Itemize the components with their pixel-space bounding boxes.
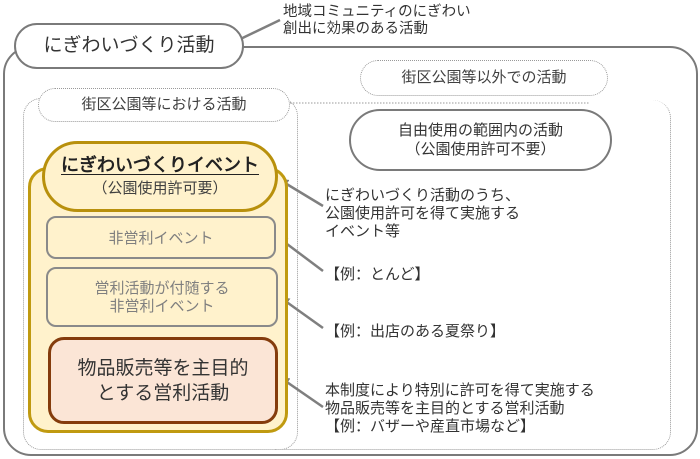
- free-use-line: （公園使用許可不要）: [405, 140, 556, 158]
- main-title-bubble: にぎわいづくり活動: [14, 23, 244, 69]
- event-note: にぎわいづくり活動のうち、 公園使用許可を得て実施する イベント等: [325, 186, 520, 240]
- box-line: 物品販売等を主目的: [77, 356, 249, 379]
- top-note-line: 地域コミュニティのにぎわい: [283, 4, 471, 20]
- event-subtitle: （公園使用許可要）: [92, 179, 228, 198]
- box-line: とする営利活動: [96, 381, 230, 404]
- event-title-bubble: にぎわいづくりイベント （公園使用許可要）: [42, 141, 278, 212]
- sales-note: 本制度により特別に許可を得て実施する 物品販売等を主目的とする営利活動 【例：バ…: [325, 381, 595, 435]
- top-note-line: 創出に効果のある活動: [283, 21, 428, 38]
- top-note: 地域コミュニティのにぎわい 創出に効果のある活動: [283, 4, 471, 39]
- free-use-bubble: 自由使用の範囲内の活動 （公園使用許可不要）: [349, 109, 612, 171]
- other-area-label: 街区公園等以外での活動: [360, 60, 608, 96]
- box-line: 営利活動が付随する: [94, 279, 230, 297]
- nonprofit-event-box: 非営利イベント: [46, 216, 276, 259]
- nonprofit-event-label: 非営利イベント: [108, 228, 214, 247]
- note-line: 本制度により特別に許可を得て実施する: [325, 381, 595, 399]
- note-line: イベント等: [325, 222, 401, 240]
- example1-note: 【例：とんど】: [325, 265, 430, 283]
- note-line: 物品販売等を主目的とする営利活動: [325, 399, 565, 417]
- other-area-frame: [275, 100, 671, 450]
- nonprofit-with-profit-box: 営利活動が付随する 非営利イベント: [46, 267, 278, 327]
- note-line: にぎわいづくり活動のうち、: [325, 186, 521, 204]
- note-line: 公園使用許可を得て実施する: [325, 204, 521, 222]
- arrow-example2: [279, 296, 324, 330]
- sales-activity-box: 物品販売等を主目的 とする営利活動: [48, 337, 278, 424]
- event-title: にぎわいづくりイベント: [61, 154, 259, 176]
- arrow-sales-note: [279, 376, 324, 409]
- activity-outer-frame: [3, 46, 698, 456]
- note-line: 【例：バザーや産直市場など】: [325, 417, 536, 435]
- example2-note: 【例：出店のある夏祭り】: [325, 322, 506, 340]
- free-use-line: 自由使用の範囲内の活動: [397, 121, 563, 140]
- box-line: 非営利イベント: [109, 297, 215, 315]
- street-park-label: 街区公園等における活動: [38, 88, 290, 122]
